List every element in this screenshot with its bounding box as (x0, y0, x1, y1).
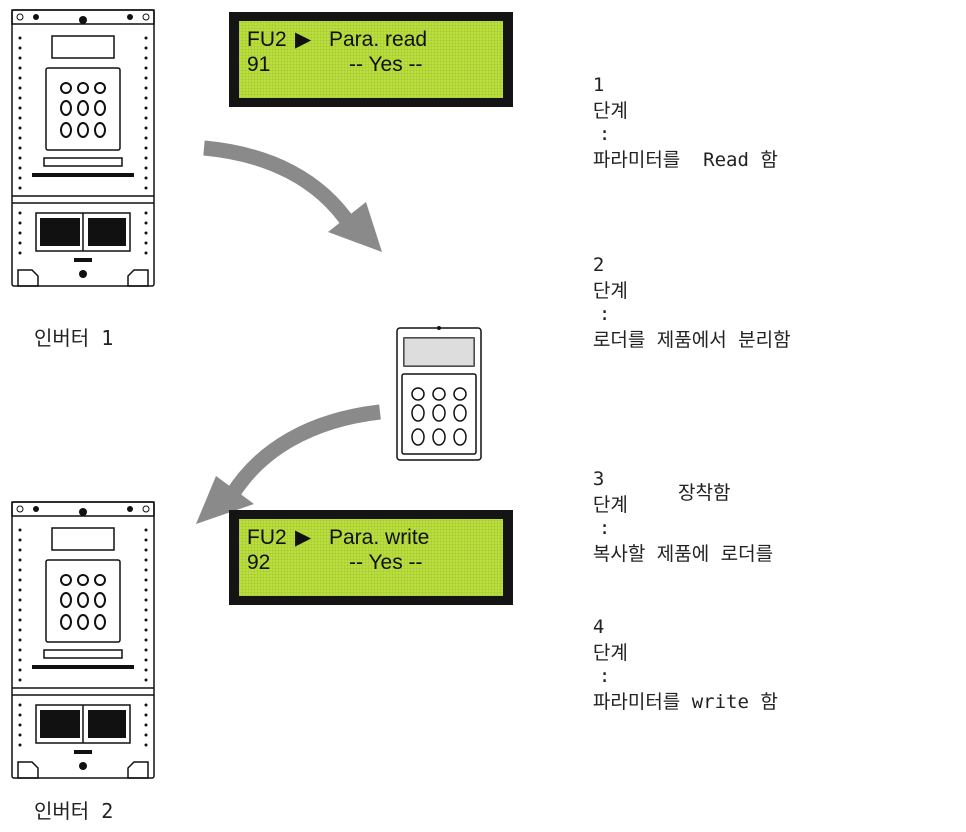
step-unit: 단계 (592, 494, 628, 516)
step-unit: 단계 (592, 280, 628, 302)
lcd-read-arrow-icon: ▶ (295, 28, 312, 51)
lcd-read-function: Para. read (329, 28, 428, 51)
step-separator: : (598, 123, 611, 145)
step-separator: : (598, 517, 611, 539)
loader-keypad-drawing (396, 326, 482, 461)
inverter-2-drawing (11, 501, 155, 779)
lcd-read-line2: 91 -- Yes -- (247, 52, 495, 77)
step-separator: : (598, 665, 611, 687)
lcd-write-line1: FU2 ▶ Para. write (247, 525, 495, 550)
step-number: 2 (592, 254, 605, 276)
lcd-write-display: FU2 ▶ Para. write 92 -- Yes -- (229, 510, 513, 605)
step-separator: : (598, 303, 611, 325)
step-3-continued: 장착함 (678, 482, 731, 504)
lcd-write-code: 92 (247, 551, 271, 574)
lcd-read-display: FU2 ▶ Para. read 91 -- Yes -- (229, 12, 513, 107)
step-text: 복사할 제품에 로더를 (592, 543, 774, 565)
step-2: 2 단계 : 로더를 제품에서 분리함 (570, 232, 791, 352)
step-text: 로더를 제품에서 분리함 (592, 329, 791, 351)
step-unit: 단계 (592, 642, 628, 664)
step-number: 1 (592, 74, 605, 96)
step-4: 4 단계 : 파라미터를 write 함 (570, 594, 778, 714)
lcd-write-line2: 92 -- Yes -- (247, 550, 495, 575)
step-3: 3 단계 : 복사할 제품에 로더를 (570, 446, 773, 566)
step-text: 파라미터를 Read 함 (592, 149, 778, 171)
inverter-2-caption: 인버터 2 (34, 799, 114, 823)
step-number: 3 (592, 468, 605, 490)
step-unit: 단계 (592, 100, 628, 122)
step-1: 1 단계 : 파라미터를 Read 함 (570, 52, 778, 172)
arrow-detach (203, 140, 382, 252)
lcd-write-screen: FU2 ▶ Para. write 92 -- Yes -- (239, 519, 503, 596)
lcd-write-arrow-icon: ▶ (295, 526, 312, 549)
step-number: 4 (592, 616, 605, 638)
lcd-read-screen: FU2 ▶ Para. read 91 -- Yes -- (239, 21, 503, 98)
arrow-attach (196, 404, 381, 524)
lcd-write-group: FU2 (247, 526, 287, 549)
inverter-1-drawing (11, 9, 155, 287)
lcd-read-code: 91 (247, 53, 271, 76)
lcd-read-group: FU2 (247, 28, 287, 51)
step-text: 파라미터를 write 함 (592, 691, 778, 713)
lcd-read-value: -- Yes -- (349, 53, 423, 76)
lcd-read-line1: FU2 ▶ Para. read (247, 27, 495, 52)
lcd-write-function: Para. write (329, 526, 430, 549)
inverter-1-caption: 인버터 1 (34, 326, 114, 350)
lcd-write-value: -- Yes -- (349, 551, 423, 574)
